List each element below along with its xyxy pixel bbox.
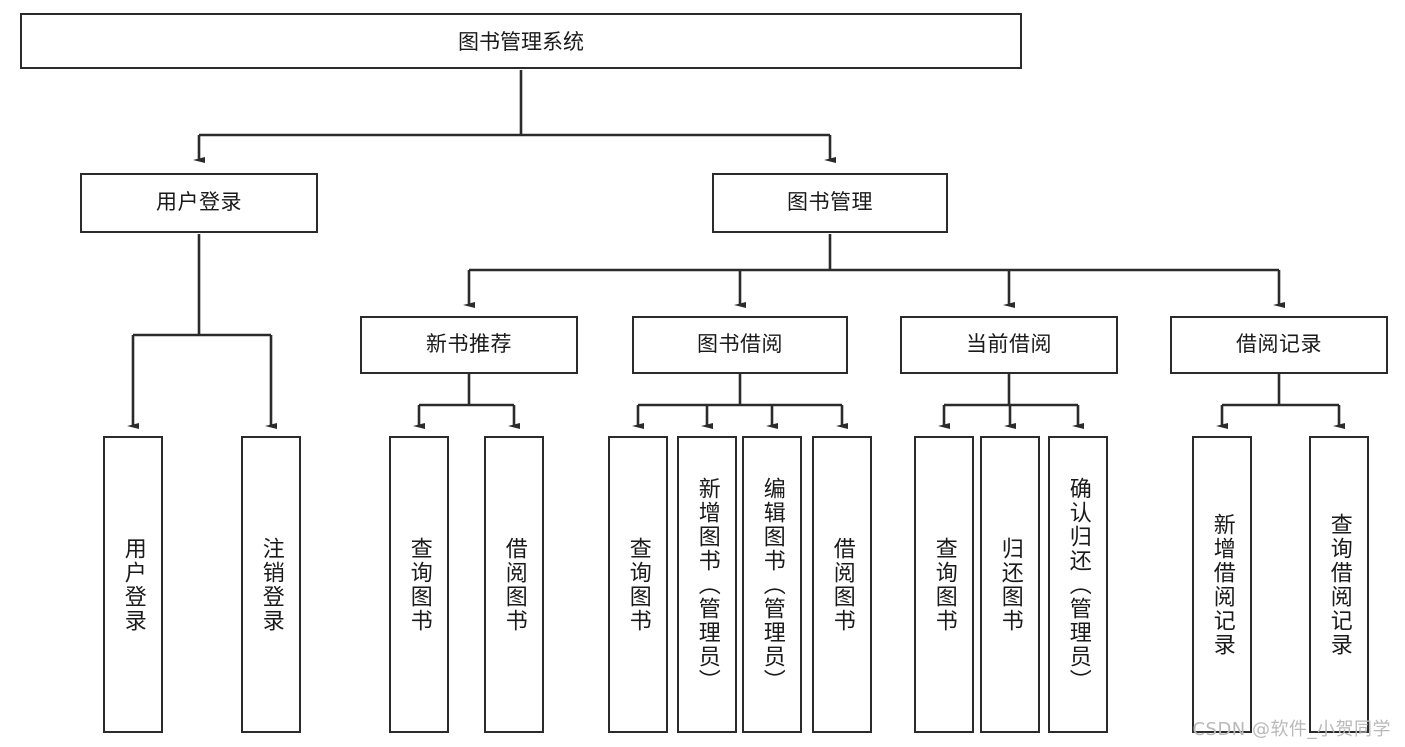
node-new-book-recommend[interactable]: 新书推荐	[360, 316, 578, 374]
node-book-management[interactable]: 图书管理	[712, 173, 948, 233]
node-label: 借阅图书	[829, 536, 855, 633]
node-root-system[interactable]: 图书管理系统	[20, 13, 1022, 69]
leaf-record-add[interactable]: 新增借阅记录	[1192, 436, 1252, 733]
node-label: 图书管理系统	[458, 30, 584, 54]
leaf-current-query-book[interactable]: 查询图书	[914, 436, 974, 733]
node-label: 当前借阅	[966, 332, 1052, 357]
node-current-borrow[interactable]: 当前借阅	[900, 316, 1118, 374]
node-label: 借阅图书	[501, 536, 527, 633]
watermark-label: CSDN @软件_小贺同学	[1192, 719, 1391, 740]
node-label: 图书管理	[787, 190, 873, 215]
leaf-user-login-signin[interactable]: 用户登录	[103, 436, 163, 733]
node-label: 图书借阅	[697, 332, 783, 357]
leaf-borrow-borrow-book[interactable]: 借阅图书	[812, 436, 872, 733]
node-borrow-record[interactable]: 借阅记录	[1170, 316, 1388, 374]
leaf-new-book-borrow[interactable]: 借阅图书	[484, 436, 544, 733]
node-label: 查询借阅记录	[1326, 512, 1352, 657]
node-label: 注销登录	[258, 536, 284, 633]
leaf-new-book-query[interactable]: 查询图书	[389, 436, 449, 733]
node-label: 归还图书	[997, 536, 1023, 633]
node-label: 查询图书	[406, 536, 432, 633]
leaf-borrow-edit-book[interactable]: 编辑图书（管理员）	[742, 436, 802, 733]
leaf-current-return-book[interactable]: 归还图书	[980, 436, 1040, 733]
leaf-user-login-signout[interactable]: 注销登录	[241, 436, 301, 733]
node-label: 确认归还（管理员）	[1065, 476, 1091, 693]
node-label: 新增借阅记录	[1209, 512, 1235, 657]
leaf-borrow-query-book[interactable]: 查询图书	[608, 436, 668, 733]
node-label: 查询图书	[931, 536, 957, 633]
node-label: 借阅记录	[1236, 332, 1322, 357]
node-label: 新增图书（管理员）	[694, 476, 720, 693]
node-user-login[interactable]: 用户登录	[80, 173, 318, 233]
leaf-record-query[interactable]: 查询借阅记录	[1309, 436, 1369, 733]
node-label: 新书推荐	[426, 332, 512, 357]
leaf-current-confirm-return[interactable]: 确认归还（管理员）	[1048, 436, 1108, 733]
node-label: 用户登录	[120, 536, 146, 633]
node-label: 编辑图书（管理员）	[759, 476, 785, 693]
node-label: 查询图书	[625, 536, 651, 633]
leaf-borrow-add-book[interactable]: 新增图书（管理员）	[677, 436, 737, 733]
node-book-borrow[interactable]: 图书借阅	[632, 316, 848, 374]
node-label: 用户登录	[156, 190, 242, 215]
